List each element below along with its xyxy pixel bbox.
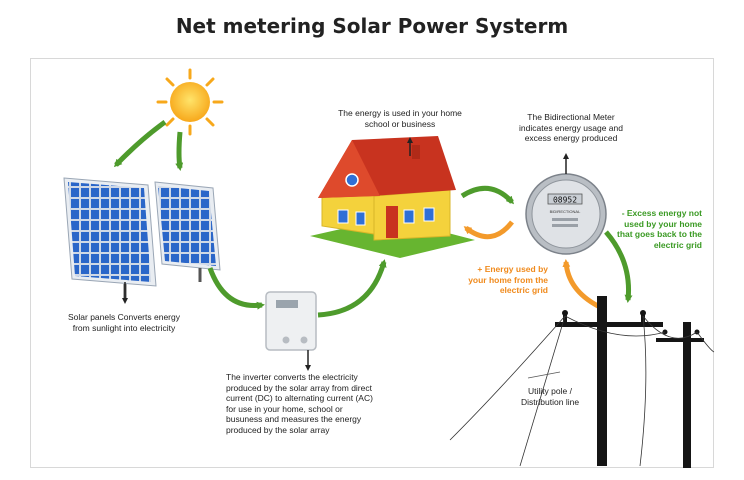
sunlight-arrow-right — [175, 131, 184, 171]
utility-pole-icon — [555, 296, 663, 466]
solar-panels-caption: Solar panels Converts energy from sunlig… — [68, 312, 180, 333]
grid-energy-arrow — [562, 259, 600, 309]
pole-pointer-line — [527, 371, 561, 379]
sunlight-arrow-left — [113, 119, 167, 168]
home-usage-caption: The energy is used in your home school o… — [338, 108, 462, 129]
excess-energy-arrow — [604, 230, 633, 303]
power-lines — [449, 315, 715, 467]
inverter-caption: The inverter converts the electricity pr… — [226, 372, 373, 435]
meter-brand: BIDIRECTIONAL — [550, 209, 581, 214]
meter-to-house-arrow — [463, 220, 514, 240]
ac-power-arrow — [317, 259, 387, 318]
sun-icon — [156, 68, 224, 136]
grid-energy-caption: + Energy used by your home from the elec… — [468, 264, 548, 295]
meter-reading: 08952 — [553, 196, 577, 205]
diagram-frame — [30, 58, 714, 468]
diagram-title: Net metering Solar Power Systerm — [175, 14, 569, 38]
dc-power-arrow — [207, 267, 265, 310]
utility-pole-icon — [656, 322, 704, 468]
bidirectional-meter-icon: 08952 BIDIRECTIONAL — [525, 173, 607, 255]
utility-pole-caption: Utility pole / Distribution line — [520, 386, 580, 407]
solar-panel-icon — [154, 181, 221, 282]
house-icon — [310, 136, 475, 258]
house-to-meter-arrow — [460, 185, 515, 205]
inverter-icon — [265, 291, 317, 351]
meter-caption: The Bidirectional Meter indicates energy… — [519, 112, 623, 143]
excess-energy-caption: - Excess energy not used by your home th… — [616, 208, 702, 250]
solar-panel-icon — [63, 177, 157, 298]
